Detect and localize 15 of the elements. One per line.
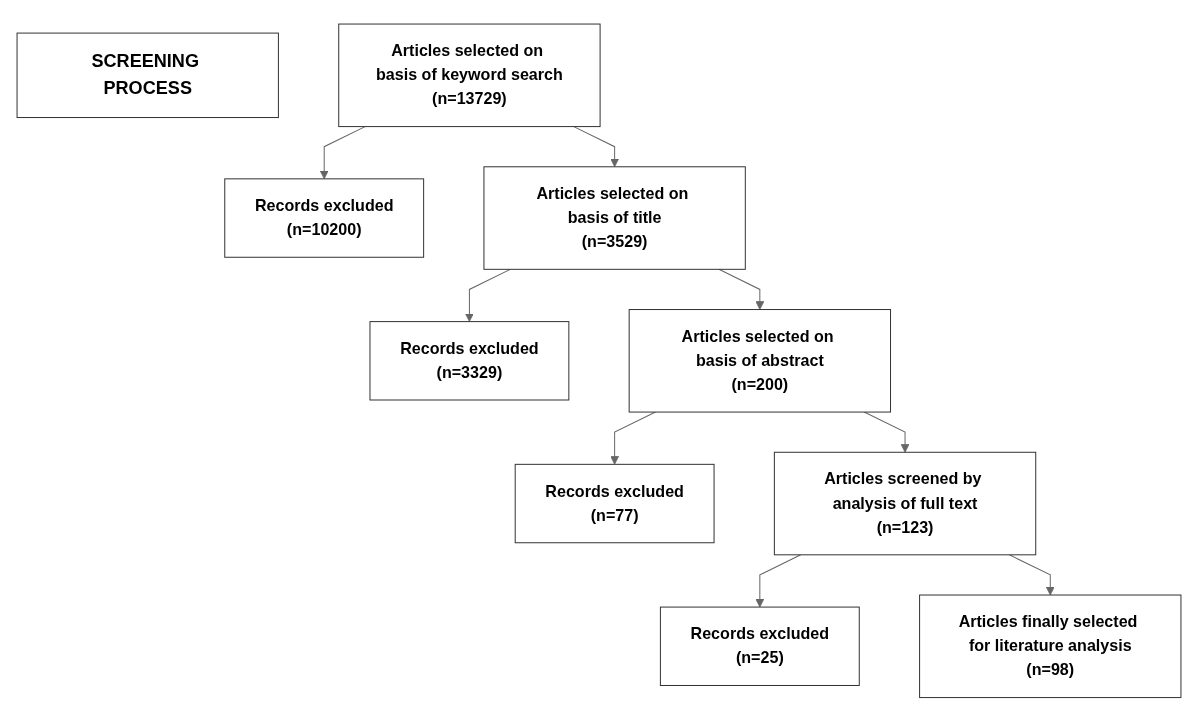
node-box: Articles selected on basis of title (n=3529) <box>482 166 746 271</box>
node-box: Articles screened by analysis of full text (n=123) <box>773 451 1036 556</box>
node-box: Records excluded (n=25) <box>659 606 860 687</box>
node-box: Records excluded (n=10200) <box>223 178 424 258</box>
node-box: Records excluded (n=3329) <box>368 321 569 401</box>
node-box: SCREENING PROCESS <box>16 32 279 119</box>
arrow <box>754 554 801 608</box>
arrow <box>609 411 656 465</box>
node-box: Articles selected on basis of keyword search (n=13729) <box>337 23 601 128</box>
node-box: Articles finally selected for literature analysis (n=98) <box>918 594 1181 699</box>
node-box: Records excluded (n=77) <box>514 464 715 544</box>
arrow <box>319 126 366 180</box>
arrow <box>572 126 619 168</box>
node-box: Articles selected on basis of abstract (n=200) <box>628 309 891 413</box>
arrow <box>464 269 511 323</box>
